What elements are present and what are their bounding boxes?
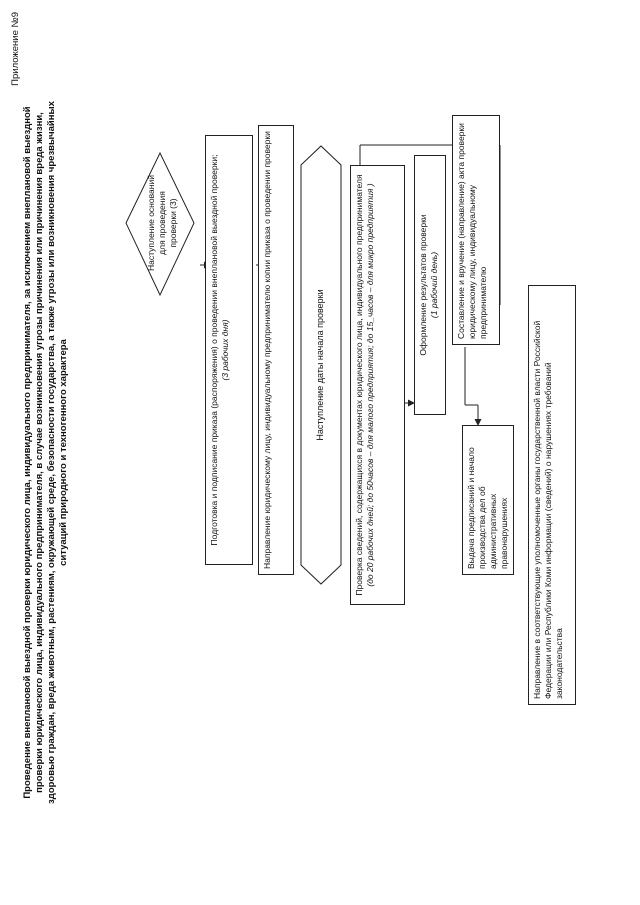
basis-step: Наступление оснований для проведения про… [146, 175, 178, 271]
send-copy-step: Направление юридическому лицу, индивидуа… [258, 125, 294, 575]
results-text: Оформление результатов проверки [418, 214, 428, 356]
order-term: (3 рабочих дня) [220, 319, 230, 381]
order-step: Подготовка и подписание приказа (распоря… [205, 135, 253, 565]
order-text: Подготовка и подписание приказа (распоря… [209, 154, 219, 546]
start-date-step: Наступление даты начала проверки [300, 145, 342, 585]
check-docs-text: Проверка сведений, содержащихся в докуме… [354, 174, 364, 596]
check-docs-term: (до 20 рабочих дней; до 50часов – для ма… [365, 183, 375, 587]
results-step: Оформление результатов проверки (1 рабоч… [414, 155, 446, 415]
authorities-step: Направление в соответствующие уполномоче… [528, 285, 576, 705]
results-term: (1 рабочий день) [429, 251, 439, 319]
start-date-text: Наступление даты начала проверки [315, 289, 325, 441]
act-step: Составление и вручение (направление) акт… [452, 115, 500, 345]
prescription-step: Выдача предписаний и начало производства… [462, 425, 514, 575]
check-docs-step: Проверка сведений, содержащихся в докуме… [350, 165, 405, 605]
basis-diamond [125, 151, 195, 297]
